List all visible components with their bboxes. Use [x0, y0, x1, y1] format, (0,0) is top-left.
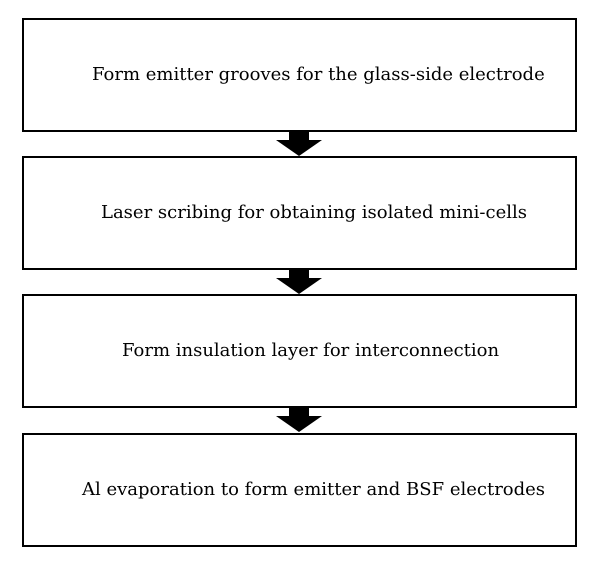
down-arrow-icon: [276, 407, 322, 432]
step-label: Al evaporation to form emitter and BSF e…: [82, 479, 546, 500]
step-label: Laser scribing for obtaining isolated mi…: [101, 202, 527, 223]
step-box-laser-scribing: Laser scribing for obtaining isolated mi…: [22, 156, 577, 270]
step-label: Form emitter grooves for the glass-side …: [92, 64, 545, 85]
step-box-emitter-grooves: Form emitter grooves for the glass-side …: [22, 18, 577, 132]
step-box-insulation-layer: Form insulation layer for interconnectio…: [22, 294, 577, 408]
step-box-al-evaporation: Al evaporation to form emitter and BSF e…: [22, 433, 577, 547]
step-label: Form insulation layer for interconnectio…: [122, 340, 500, 361]
down-arrow-icon: [276, 269, 322, 294]
down-arrow-icon: [276, 131, 322, 156]
